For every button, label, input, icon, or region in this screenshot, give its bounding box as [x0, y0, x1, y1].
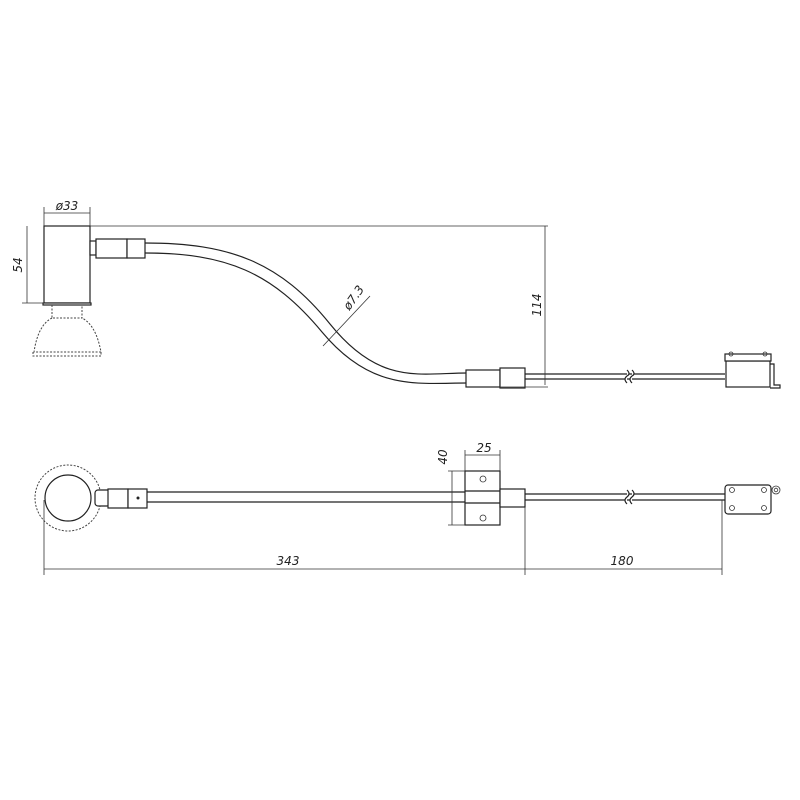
screw-icon: [729, 505, 735, 511]
bracket-hole-icon: [479, 514, 487, 522]
connector-nub: [89, 240, 97, 256]
mounting-tab: [770, 363, 781, 389]
dim-total-height: 114: [530, 294, 544, 317]
lamp-head-top: [44, 474, 92, 522]
screw-icon: [761, 487, 767, 493]
driver-box-top: [724, 484, 772, 515]
dim-cable-length: 180: [611, 554, 634, 568]
lamp-head-rim: [42, 302, 92, 306]
bracket-sleeve: [499, 488, 526, 508]
dim-bracket-height: 40: [436, 449, 450, 465]
dim-bracket-width: 25: [476, 441, 491, 455]
dim-head-diameter: ø33: [55, 199, 79, 213]
driver-box: [725, 360, 771, 388]
screw-icon: [761, 505, 767, 511]
driver-box-lid: [724, 353, 772, 362]
cable-break-symbol: [624, 369, 635, 384]
screw-icon: [729, 487, 735, 493]
connector-body: [95, 238, 128, 259]
hose-end-collar: [499, 367, 526, 389]
arm-connector: [107, 488, 129, 509]
lamp-head-cylinder: [43, 225, 91, 304]
side-view: ø33 54 ø7.3 114: [11, 199, 781, 389]
dim-hose-diameter: ø7.3: [340, 283, 367, 314]
bulb-outline-dashed: [32, 305, 102, 357]
cable-break-symbol: [624, 489, 635, 505]
flexible-hose-lower: [144, 252, 468, 385]
flexible-hose-upper: [144, 242, 468, 375]
dim-arm-length: 343: [277, 554, 300, 568]
mounting-ear: [771, 485, 781, 495]
mounting-bracket: [464, 470, 501, 526]
dim-head-height: 54: [11, 257, 25, 272]
pin-icon: [136, 496, 140, 500]
hose-end-sleeve: [465, 369, 501, 388]
connector-sleeve: [126, 238, 146, 259]
bracket-hole-icon: [479, 475, 487, 483]
screw-icon: [728, 351, 734, 357]
screw-icon: [762, 351, 768, 357]
top-view: 40 25 343 180: [34, 441, 781, 575]
